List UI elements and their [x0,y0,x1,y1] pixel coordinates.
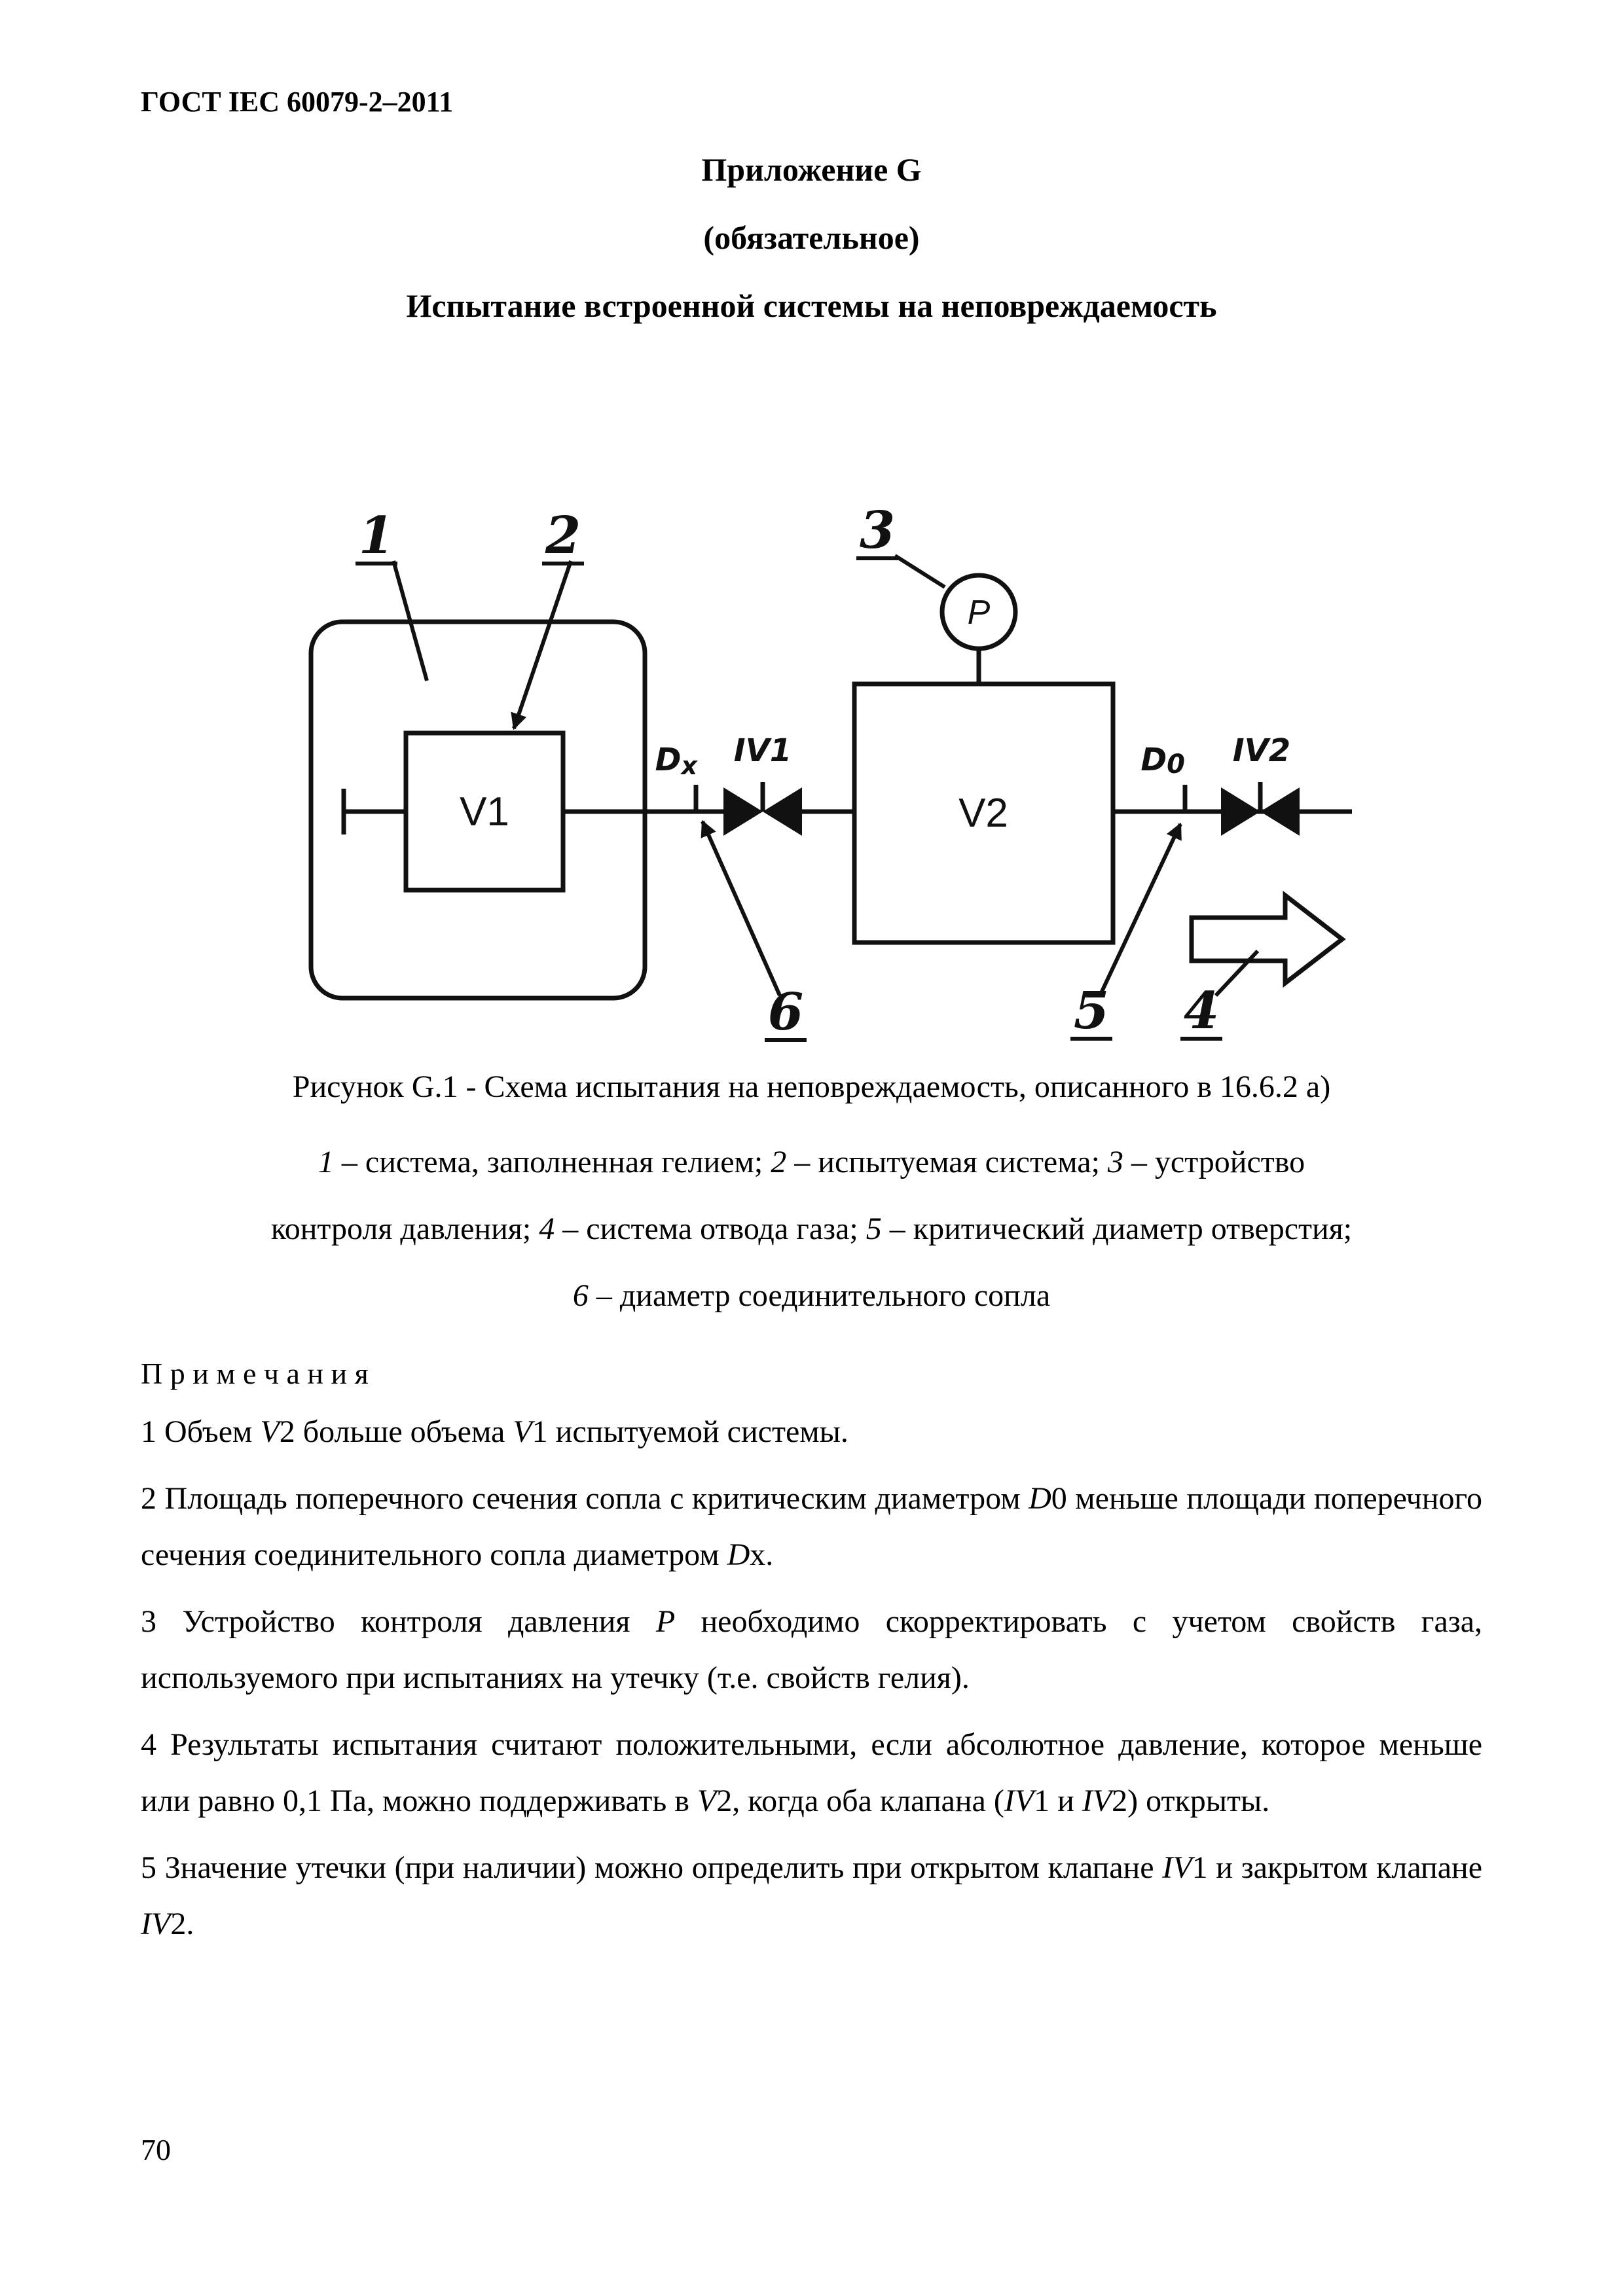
notes-heading: П р и м е ч а н и я [141,1356,369,1390]
exhaust-arrow [1189,890,1346,988]
valve-iv1-label: IV1 [733,732,791,769]
standard-number: ГОСТ IEC 60079-2–2011 [141,86,454,118]
appendix-status: (обязательное) [703,219,920,256]
callout-6: 6 [767,982,803,1042]
note-paragraph: 4 Результаты испытания считают положител… [141,1727,1482,1818]
valve-iv2-label: IV2 [1232,732,1290,769]
leader-2 [510,560,573,730]
note-paragraph: 2 Площадь поперечного сечения сопла с кр… [141,1480,1482,1572]
leader-4 [1214,949,1259,997]
pressure-gauge-label: P [967,594,990,632]
d0-label: D0 [1140,742,1185,780]
vessel-v1-label: V1 [460,789,509,834]
page-number: 70 [141,2133,171,2166]
notes-section: П р и м е ч а н и я 1 Объем V2 больше об… [141,1354,1482,1952]
note-paragraph: 3 Устройство контроля давления Р необход… [141,1604,1483,1695]
figure-legend: 1 – система, заполненная гелием; 2 – исп… [141,1129,1482,1329]
note-paragraph: 1 Объем V2 больше объема V1 испытуемой с… [141,1414,848,1449]
leader-5 [1099,822,1182,994]
legend-line: 6 – диаметр соединительного сопла [572,1278,1051,1313]
legend-line: контроля давления; 4 – система отвода га… [270,1211,1353,1246]
valve-iv2-right [1260,787,1300,836]
page-content: ГОСТ IEC 60079-2–2011 Приложение G (обяз… [141,86,1482,1952]
callout-1: 1 [358,506,393,565]
note-paragraph: 5 Значение утечки (при наличии) можно оп… [141,1850,1482,1941]
pressure-gauge [939,573,1017,651]
valve-iv1-left [723,787,763,836]
valve-iv1-right [762,787,802,836]
callout-5: 5 [1073,981,1108,1041]
legend-line: 1 – система, заполненная гелием; 2 – исп… [318,1144,1305,1179]
leader-6 [700,819,782,997]
callout-4: 4 [1183,981,1218,1041]
dx-label: Dx [655,742,698,780]
appendix-title: Приложение G [701,151,922,188]
callout-3: 3 [859,501,894,560]
figure-diagram: V1 Dx IV1 V2 [141,488,1482,1050]
leader-3 [893,554,946,589]
valve-iv2-left [1220,787,1260,836]
vessel-v2-label: V2 [958,791,1008,836]
appendix-heading: Испытание встроенной системы на неповреж… [406,287,1217,324]
leader-1 [391,560,429,681]
figure-caption: Рисунок G.1 - Схема испытания на неповре… [292,1069,1331,1104]
callout-2: 2 [544,506,580,565]
test-setup-diagram: V1 Dx IV1 V2 [308,501,1352,1042]
